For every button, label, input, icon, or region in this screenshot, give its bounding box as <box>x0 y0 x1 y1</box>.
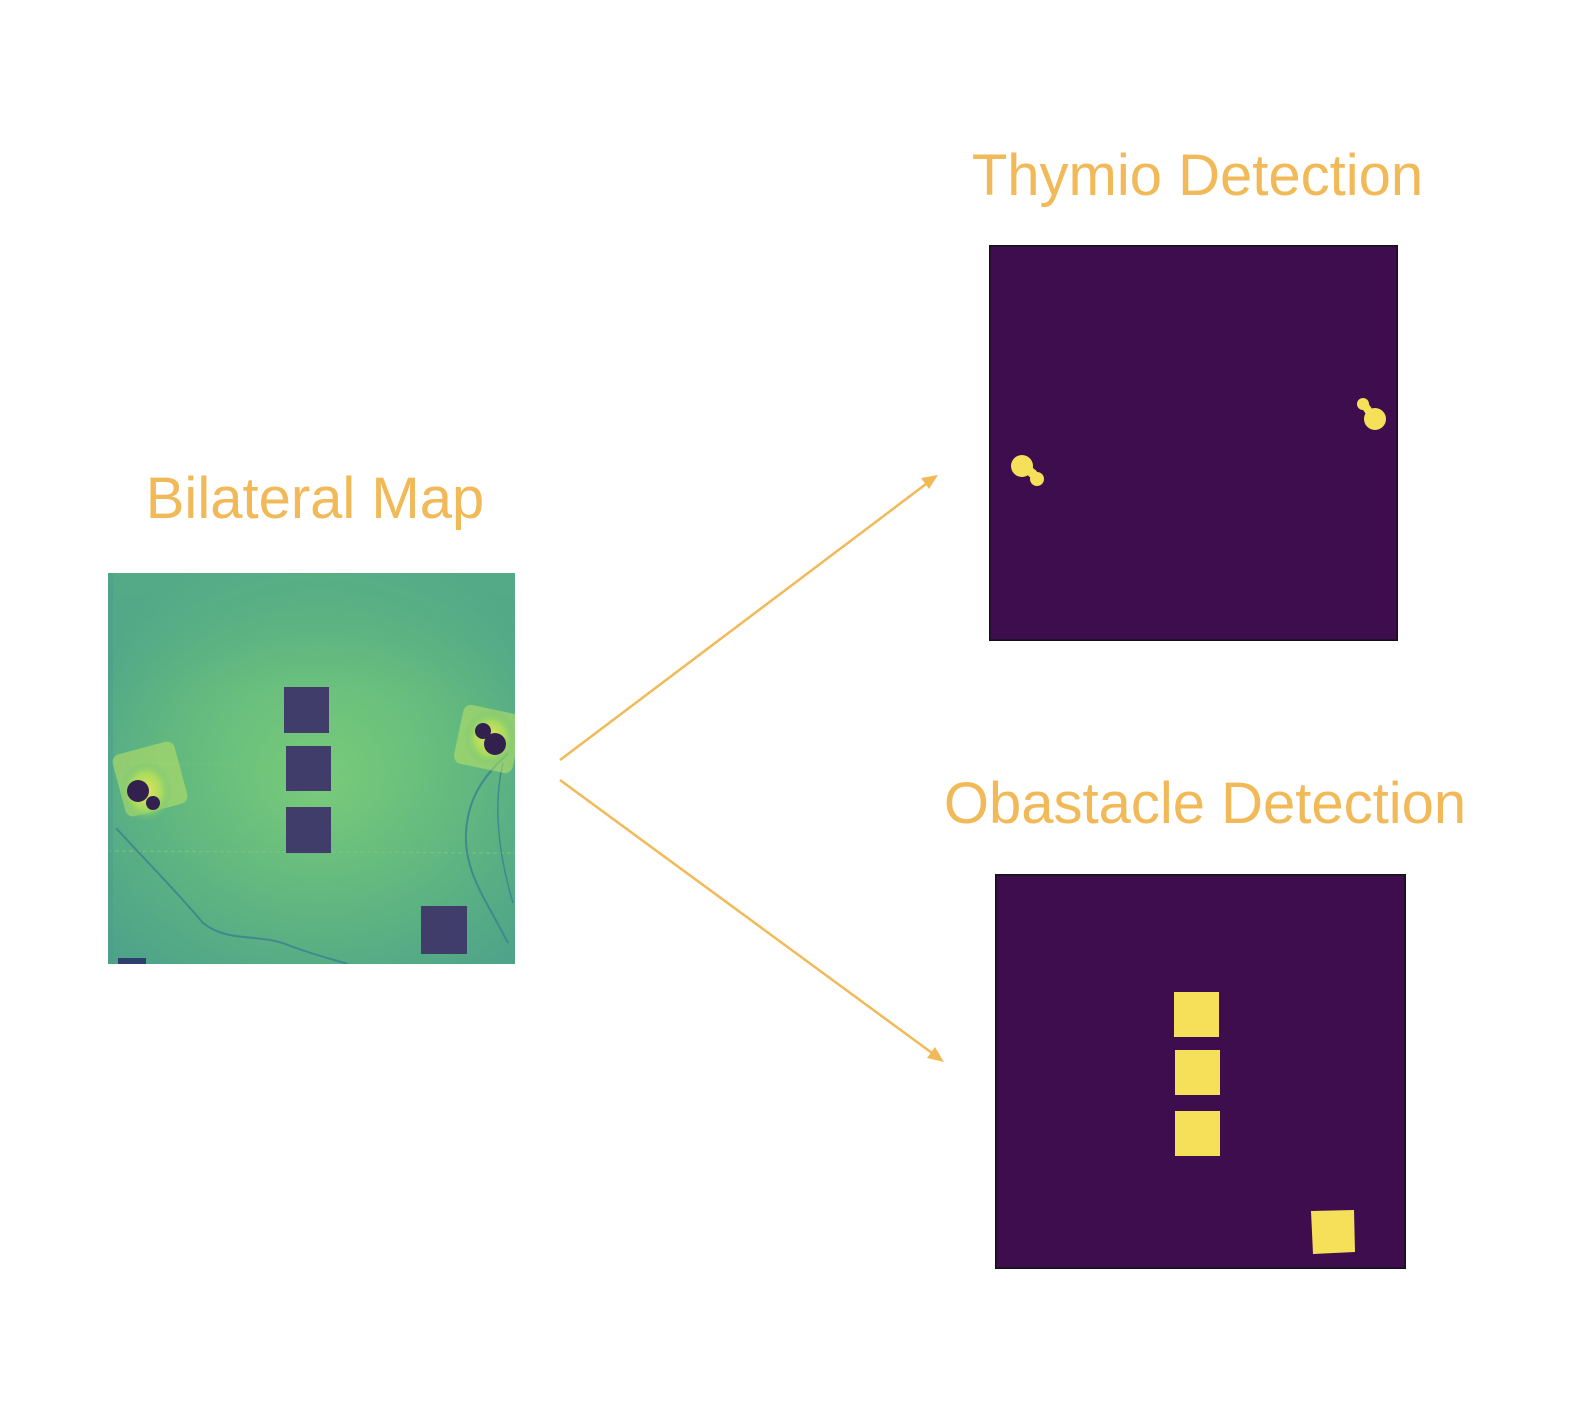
map-cable <box>497 762 514 904</box>
map-robot-right <box>453 704 515 774</box>
arrow-to-obstacle <box>559 778 944 1062</box>
map-cable <box>115 827 349 964</box>
thymio-detection-title: Thymio Detection <box>971 143 1424 208</box>
bilateral-map-image <box>108 573 515 964</box>
map-edge-mark <box>108 573 113 964</box>
thymio-blob-left <box>1011 455 1044 486</box>
obstacle-detection-title: Obastacle Detection <box>943 771 1467 836</box>
mask-background <box>989 245 1398 641</box>
obstacle-blob <box>1175 1111 1220 1156</box>
map-obstacle <box>421 906 467 954</box>
obstacle-blob <box>1311 1210 1355 1254</box>
thymio-blob-right <box>1357 398 1386 430</box>
obstacle-detection-mask <box>995 874 1406 1269</box>
map-obstacle <box>286 746 331 791</box>
thymio-detection-mask <box>989 245 1398 641</box>
obstacle-blob <box>1175 1050 1220 1095</box>
arrow-to-thymio <box>559 475 938 761</box>
map-cable <box>464 752 509 944</box>
map-corner-mark <box>118 958 146 964</box>
obstacle-blob <box>1174 992 1219 1037</box>
map-obstacle <box>284 687 329 733</box>
map-obstacle <box>286 807 331 853</box>
map-seam-line <box>108 762 309 766</box>
map-robot-left <box>112 741 188 821</box>
bilateral-map-title: Bilateral Map <box>145 466 485 531</box>
